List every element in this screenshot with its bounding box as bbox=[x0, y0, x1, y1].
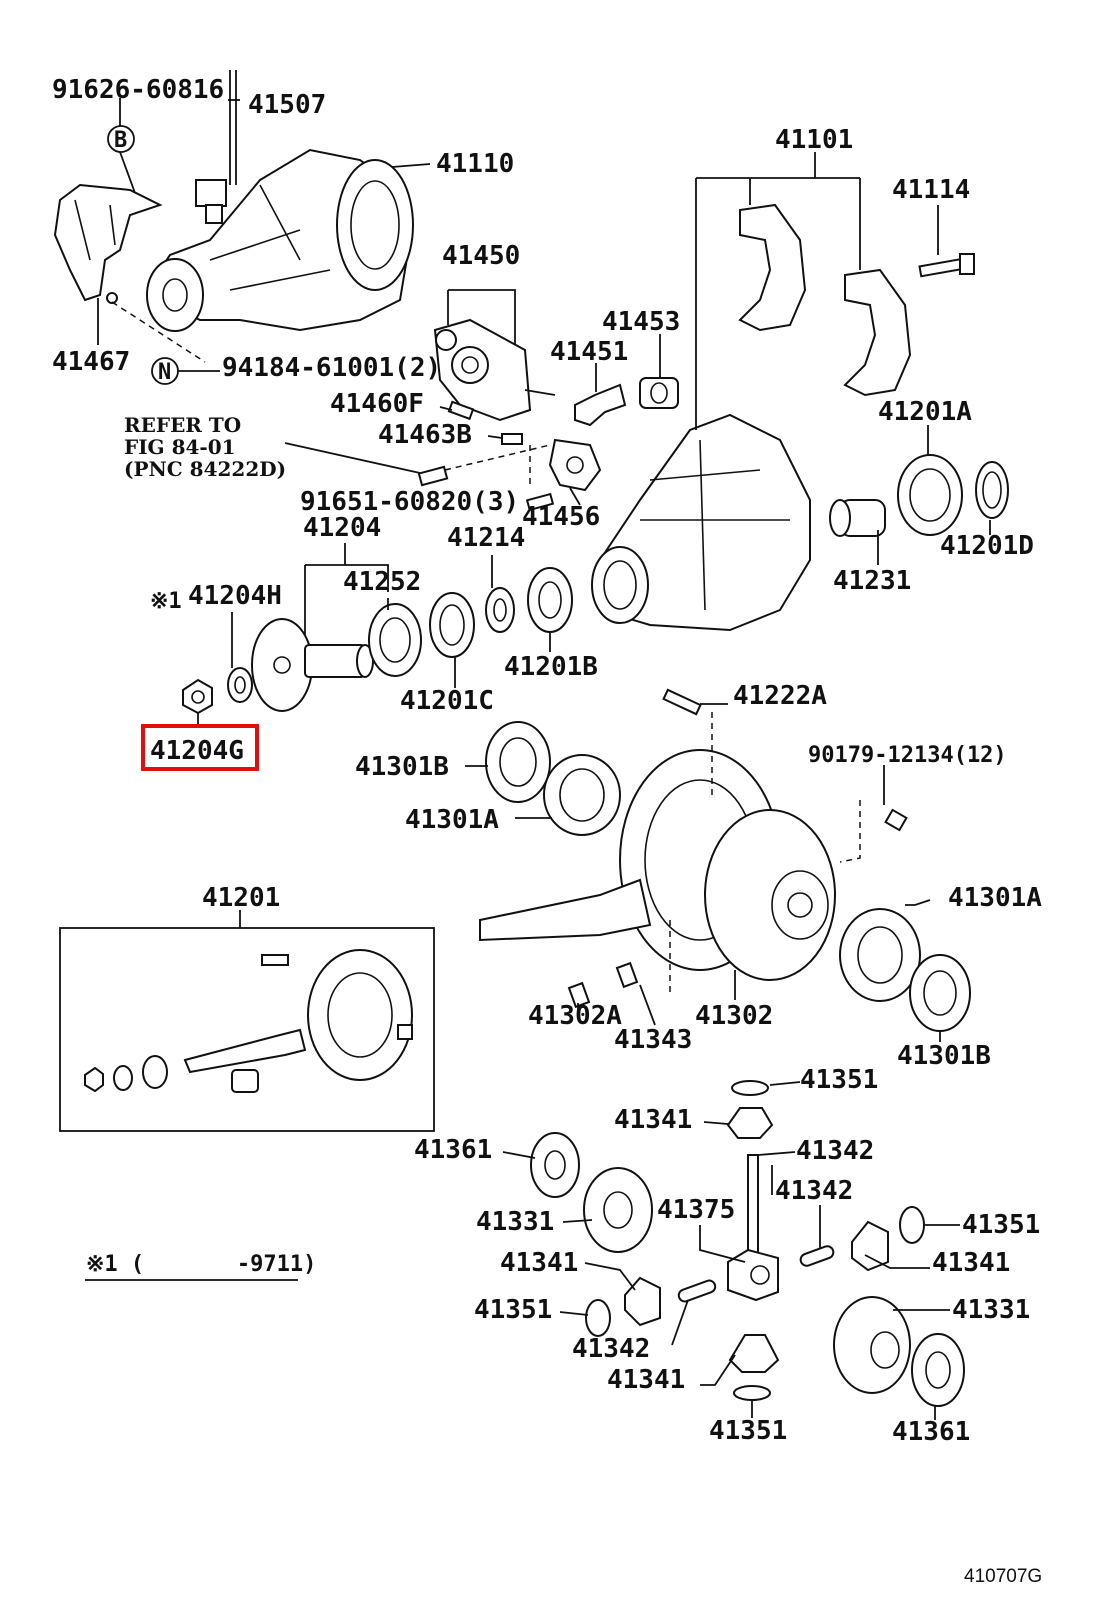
footnote-text: ※1 ( -9711) bbox=[86, 1252, 316, 1277]
b-marker bbox=[107, 125, 135, 153]
washer-41204h-drawing bbox=[227, 667, 253, 703]
label-41351-c[interactable]: 41351 bbox=[474, 1295, 552, 1325]
label-41231[interactable]: 41231 bbox=[833, 566, 911, 596]
spacer-41214-drawing bbox=[485, 587, 515, 633]
label-41375[interactable]: 41375 bbox=[657, 1195, 735, 1225]
bearing-41301a-drawing bbox=[543, 754, 621, 836]
label-41222a[interactable]: 41222A bbox=[733, 681, 827, 711]
switch-drawing bbox=[548, 438, 602, 492]
label-41341-d[interactable]: 41341 bbox=[607, 1365, 685, 1395]
bearing-41301a-right-drawing bbox=[839, 908, 921, 1002]
label-41456[interactable]: 41456 bbox=[522, 502, 600, 532]
leader-lines bbox=[85, 98, 991, 1420]
bearing-41201a-drawing bbox=[897, 454, 963, 536]
b-marker-label: B bbox=[114, 128, 127, 153]
collar-drawing bbox=[829, 499, 886, 537]
refer-note-line3: (PNC 84222D) bbox=[124, 457, 286, 481]
shim-41301b-right-drawing bbox=[909, 954, 971, 1032]
figure-code: 410707G bbox=[964, 1566, 1042, 1587]
label-41301a-right[interactable]: 41301A bbox=[948, 883, 1042, 913]
bracket-drawing bbox=[53, 183, 163, 304]
label-91651-60820[interactable]: 91651-60820(3) bbox=[300, 487, 519, 517]
label-41343[interactable]: 41343 bbox=[614, 1025, 692, 1055]
companion-flange-drawing bbox=[251, 618, 374, 712]
label-41301b-left[interactable]: 41301B bbox=[355, 752, 449, 782]
label-41201-kit[interactable]: 41201 bbox=[202, 883, 280, 913]
label-41204[interactable]: 41204 bbox=[303, 513, 381, 543]
bearing-41201b-drawing bbox=[527, 567, 573, 633]
seal-41252-drawing bbox=[368, 603, 422, 677]
label-41214[interactable]: 41214 bbox=[447, 523, 525, 553]
diff-case-drawing bbox=[704, 809, 836, 981]
label-41204h[interactable]: 41204H bbox=[188, 581, 282, 611]
label-41302[interactable]: 41302 bbox=[695, 1001, 773, 1031]
label-41331-b[interactable]: 41331 bbox=[952, 1295, 1030, 1325]
housing-drawing bbox=[591, 413, 811, 632]
label-41114[interactable]: 41114 bbox=[892, 175, 970, 205]
shift-fork-drawing bbox=[574, 377, 679, 427]
label-94184-61001[interactable]: 94184-61001(2) bbox=[222, 353, 441, 383]
label-41342-c[interactable]: 41342 bbox=[572, 1334, 650, 1364]
spacer-41201d-drawing bbox=[975, 461, 1009, 519]
label-90179-12134[interactable]: 90179-12134(12) bbox=[808, 743, 1007, 768]
label-41301b-right[interactable]: 41301B bbox=[897, 1041, 991, 1071]
label-41301a-left[interactable]: 41301A bbox=[405, 805, 499, 835]
label-41451[interactable]: 41451 bbox=[550, 337, 628, 367]
label-41351-a[interactable]: 41351 bbox=[800, 1065, 878, 1095]
refer-note-line1: REFER TO bbox=[124, 413, 241, 437]
label-41453[interactable]: 41453 bbox=[602, 307, 680, 337]
bearing-41201c-drawing bbox=[429, 592, 475, 658]
refer-note-line2[interactable]: FIG 84-01 bbox=[124, 435, 236, 459]
label-41302a[interactable]: 41302A bbox=[528, 1001, 622, 1031]
label-41252[interactable]: 41252 bbox=[343, 567, 421, 597]
label-41463b[interactable]: 41463B bbox=[378, 420, 472, 450]
carrier-assembly-drawing bbox=[146, 70, 414, 332]
nut-41204g-drawing bbox=[182, 678, 213, 715]
label-41342-b[interactable]: 41342 bbox=[775, 1176, 853, 1206]
label-41201b-mid[interactable]: 41201B bbox=[504, 652, 598, 682]
bearing-caps-drawing bbox=[738, 203, 912, 397]
actuator-drawing bbox=[433, 318, 556, 422]
label-41460f[interactable]: 41460F bbox=[330, 389, 424, 419]
label-41342-a[interactable]: 41342 bbox=[796, 1136, 874, 1166]
label-41361-a[interactable]: 41361 bbox=[414, 1135, 492, 1165]
label-41467[interactable]: 41467 bbox=[52, 347, 130, 377]
footnote-marker: ※1 bbox=[150, 589, 182, 614]
label-91626-60816[interactable]: 91626-60816 bbox=[52, 75, 224, 105]
label-41201d[interactable]: 41201D bbox=[940, 531, 1034, 561]
label-41110[interactable]: 41110 bbox=[436, 149, 514, 179]
label-41341-b[interactable]: 41341 bbox=[500, 1248, 578, 1278]
label-41331-a[interactable]: 41331 bbox=[476, 1207, 554, 1237]
label-41361-b[interactable]: 41361 bbox=[892, 1417, 970, 1447]
label-41351-d[interactable]: 41351 bbox=[709, 1416, 787, 1446]
n-marker-label: N bbox=[158, 360, 171, 385]
pinion-gears-drawing bbox=[530, 1080, 965, 1407]
label-41507[interactable]: 41507 bbox=[248, 90, 326, 120]
label-41101[interactable]: 41101 bbox=[775, 125, 853, 155]
label-41201a-top[interactable]: 41201A bbox=[878, 397, 972, 427]
label-41450[interactable]: 41450 bbox=[442, 241, 520, 271]
small-bolts-drawing bbox=[417, 253, 975, 1009]
label-41341-a[interactable]: 41341 bbox=[614, 1105, 692, 1135]
label-41201c[interactable]: 41201C bbox=[400, 686, 494, 716]
shim-41301b-drawing bbox=[485, 721, 551, 803]
gear-kit-box bbox=[59, 927, 435, 1132]
label-41351-b[interactable]: 41351 bbox=[962, 1210, 1040, 1240]
highlight-box-41204g bbox=[141, 724, 259, 771]
label-41341-c[interactable]: 41341 bbox=[932, 1248, 1010, 1278]
label-41204g[interactable]: 41204G bbox=[150, 736, 244, 766]
